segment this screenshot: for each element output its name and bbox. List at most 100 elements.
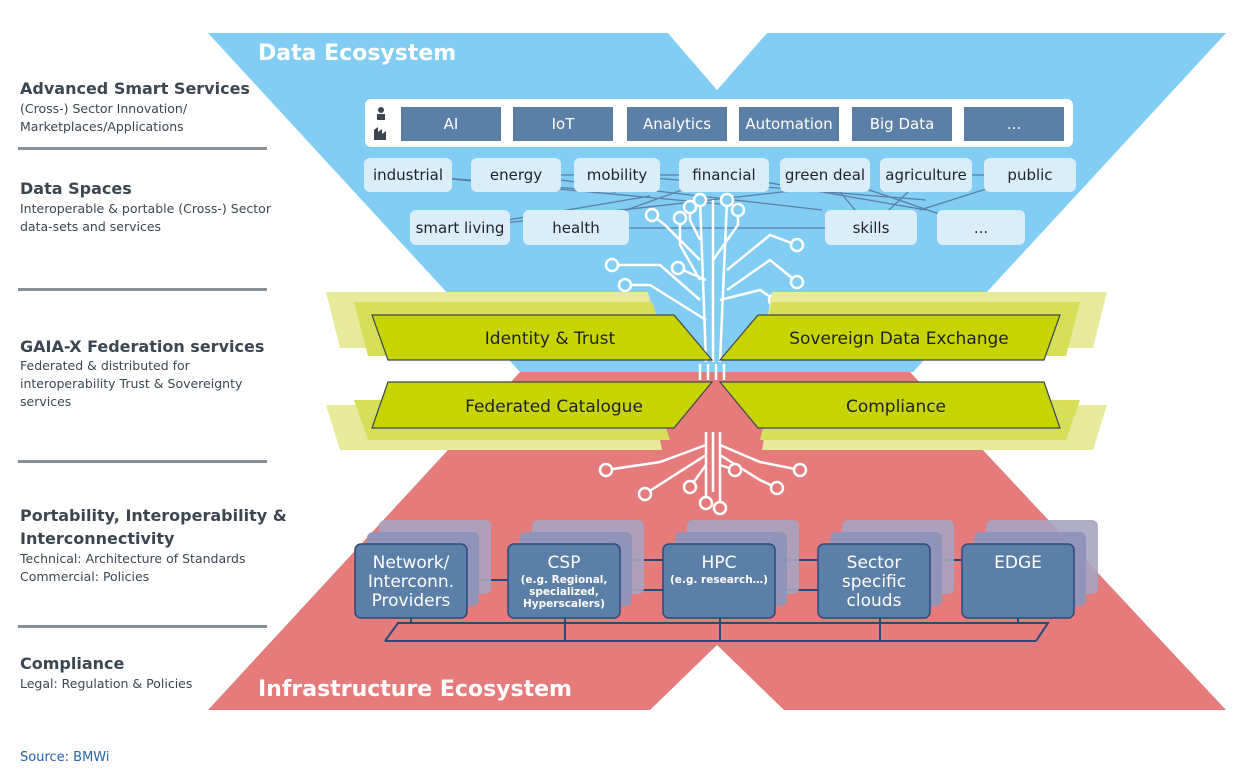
sovereign-data-exchange-label: Sovereign Data Exchange [789, 329, 1009, 349]
x-notch-bottom [650, 645, 784, 710]
layer-desc-smart-services-1: (Cross-) Sector Innovation/ [20, 101, 188, 116]
layer-title-smart-services: Advanced Smart Services [20, 79, 250, 98]
infra-sublabel: specialized, [529, 586, 599, 598]
smart-service-label: ... [1007, 115, 1021, 133]
infra-hpc: HPC(e.g. research…) [662, 520, 799, 619]
infra-box [662, 543, 776, 619]
sector-label: industrial [373, 166, 443, 184]
infra-label: CSP [548, 553, 581, 573]
sector-box [574, 158, 660, 192]
infra-box [817, 543, 931, 619]
sector-skills: skills [825, 210, 917, 245]
sector-box [679, 158, 769, 192]
sector-label: public [1007, 166, 1052, 184]
layer-divider [18, 460, 267, 463]
x-notch-top [668, 33, 767, 90]
sector-more: ... [937, 210, 1025, 245]
layer-desc-portability-1: Technical: Architecture of Standards [20, 551, 246, 566]
tree-trunk [698, 364, 726, 380]
infra-label: HPC [702, 553, 737, 573]
compliance-box [718, 381, 1061, 429]
layer-divider [18, 625, 267, 628]
federated-catalogue-label: Federated Catalogue [465, 397, 643, 417]
sector-agriculture: agriculture [880, 158, 972, 192]
user-factory-icon [374, 107, 386, 140]
smart-service-box [627, 107, 727, 141]
sovereign-data-exchange-box [718, 314, 1061, 361]
infra-label: Providers [372, 591, 451, 611]
sector-label: green deal [785, 166, 865, 184]
infra-sublabel: Hyperscalers) [523, 598, 605, 610]
smart-service-more: ... [964, 107, 1064, 141]
sector-box [523, 210, 629, 245]
infra-csp: CSP(e.g. Regional,specialized,Hyperscale… [507, 520, 644, 619]
smart-service-label: Big Data [870, 115, 935, 133]
smart-service-label: Analytics [643, 115, 711, 133]
infra-box [354, 543, 468, 619]
layer-desc-gaia-x-3: services [20, 394, 72, 409]
sector-mobility: mobility [574, 158, 660, 192]
smart-service-box [513, 107, 613, 141]
identity-trust-label: Identity & Trust [485, 329, 616, 349]
infra-label: Interconn. [368, 572, 454, 592]
sector-box [880, 158, 972, 192]
layer-title-portability: Portability, Interoperability & [20, 506, 287, 525]
infra-label: Network/ [373, 553, 450, 573]
sector-label: financial [692, 166, 755, 184]
smart-service-label: AI [444, 115, 459, 133]
infra-label: Sector [847, 553, 902, 573]
infra-sublabel: (e.g. research…) [670, 574, 768, 586]
infra-label: specific [842, 572, 906, 592]
smart-service-box [964, 107, 1064, 141]
infra-label: clouds [847, 591, 902, 611]
layer-title-gaia-x: GAIA-X Federation services [20, 337, 265, 356]
sector-financial: financial [679, 158, 769, 192]
infra-box [961, 543, 1075, 619]
smart-service-label: IoT [552, 115, 576, 133]
layer-divider [18, 147, 267, 150]
smart-service-iot: IoT [513, 107, 613, 141]
sector-label: smart living [416, 219, 505, 237]
smart-service-analytics: Analytics [627, 107, 727, 141]
data-ecosystem-title: Data Ecosystem [258, 41, 456, 66]
sector-industrial: industrial [364, 158, 452, 192]
smart-service-box [852, 107, 952, 141]
smart-service-big-data: Big Data [852, 107, 952, 141]
source-note: Source: BMWi [20, 750, 110, 765]
sector-green-deal: green deal [780, 158, 870, 192]
layer-desc-gaia-x-1: Federated & distributed for [20, 358, 190, 373]
tree-circuit-top-nodes [604, 192, 805, 308]
smart-service-box [739, 107, 839, 141]
sector-label: mobility [587, 166, 648, 184]
sector-public: public [984, 158, 1076, 192]
sector-smart-living: smart living [410, 210, 510, 245]
infra-sublabel: (e.g. Regional, [521, 574, 608, 586]
layer-title-compliance: Compliance [20, 654, 125, 673]
infrastructure-ecosystem-title: Infrastructure Ecosystem [258, 677, 572, 702]
sector-box [984, 158, 1076, 192]
infra-box [507, 543, 621, 619]
sector-box [825, 210, 917, 245]
sector-health: health [523, 210, 629, 245]
layer-desc-portability-2: Commercial: Policies [20, 569, 150, 584]
sector-box [780, 158, 870, 192]
infra-network-interconn-providers: Network/Interconn.Providers [354, 520, 491, 619]
layer-divider [18, 288, 267, 291]
layer-desc-compliance: Legal: Regulation & Policies [20, 676, 193, 691]
identity-trust-box [371, 314, 714, 361]
smart-service-ai: AI [401, 107, 501, 141]
smart-service-box [401, 107, 501, 141]
sector-label: skills [853, 219, 890, 237]
layer-title-portability-2: Interconnectivity [20, 529, 175, 548]
layer-title-data-spaces: Data Spaces [20, 179, 132, 198]
sector-box [410, 210, 510, 245]
sector-box [471, 158, 561, 192]
infra-label: EDGE [994, 553, 1042, 573]
layer-desc-data-spaces-1: Interoperable & portable (Cross-) Sector [20, 201, 271, 216]
layer-desc-data-spaces-2: data-sets and services [20, 219, 162, 234]
federated-catalogue-box [371, 381, 714, 429]
sector-box [937, 210, 1025, 245]
